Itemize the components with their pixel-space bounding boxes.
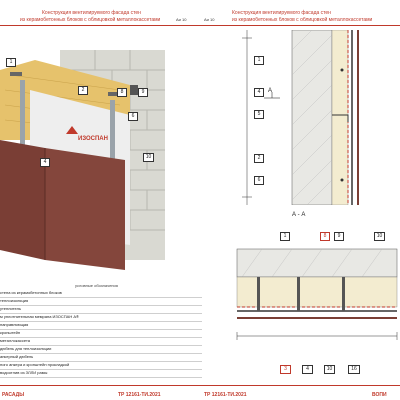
right-callout-5: 5 bbox=[254, 110, 264, 119]
left-callout-8: 8 bbox=[117, 88, 127, 97]
right-callout-1: 1 bbox=[254, 56, 264, 65]
legend-item-label: м уплотнительная мемрана ИЗОСПАН А® bbox=[0, 314, 79, 319]
legend-item-label: водоотлив из ЗЛЛИ рамы bbox=[0, 370, 48, 375]
legend-row: анкерный дюбель bbox=[0, 353, 202, 362]
insulation-plan bbox=[236, 276, 398, 308]
legend-item-label: стена из керамобетонных блоков bbox=[0, 290, 62, 295]
legend-row: металлокассета bbox=[0, 337, 202, 346]
legend-row: теплоизоляция bbox=[0, 297, 202, 306]
right-sheet: Конструкция вентилируемого фасада стен и… bbox=[202, 0, 400, 400]
left-footer-title: РАСАДЫ bbox=[2, 392, 25, 398]
bracket-plan-2 bbox=[297, 277, 300, 311]
insulation-section bbox=[331, 30, 349, 205]
bracket-3 bbox=[130, 85, 138, 95]
legend-item-label: анкерный дюбель bbox=[0, 354, 34, 359]
left-callout-6: 6 bbox=[128, 112, 138, 121]
legend-item-label: металлокассета bbox=[0, 338, 30, 343]
section-callout-1: 1 bbox=[280, 232, 290, 241]
right-callout-6: 6 bbox=[254, 176, 264, 185]
horizontal-section-drawing bbox=[236, 248, 398, 340]
section-title: А - А bbox=[292, 212, 306, 218]
bracket-2 bbox=[108, 92, 120, 96]
anchor-1 bbox=[340, 68, 344, 72]
legend-row: м уплотнительная мемрана ИЗОСПАН А® bbox=[0, 313, 202, 322]
legend-row: водоотлив из ЗЛЛИ рамы bbox=[0, 369, 202, 378]
right-footer-title: ВОПИ bbox=[372, 392, 387, 398]
legend-item-label: утеплитель bbox=[0, 306, 22, 311]
left-callout-4: 4 bbox=[40, 158, 50, 167]
left-footer-rule bbox=[0, 385, 202, 386]
bracket-plan-3 bbox=[342, 277, 345, 311]
section-callout-9: 9 bbox=[334, 232, 344, 241]
bottom-callout-3: 3 bbox=[280, 365, 291, 374]
legend-item-label: кронштейн bbox=[0, 330, 21, 335]
wall-section bbox=[291, 30, 333, 205]
legend-row: направляющая bbox=[0, 321, 202, 330]
left-title-line2: из керамобетонных блоков с облицовкой ме… bbox=[20, 17, 161, 23]
left-callout-10: 10 bbox=[143, 153, 154, 162]
right-title-line2: из керамобетонных блоков с облицовкой ме… bbox=[232, 17, 373, 23]
legend-row: ного анкера и кронштейн прокладкой bbox=[0, 361, 202, 370]
bottom-callout-10: 10 bbox=[324, 365, 335, 374]
section-cut-label: А bbox=[268, 88, 273, 94]
brand-triangle bbox=[66, 126, 78, 134]
bracket-section bbox=[332, 114, 349, 122]
section-callout-8: 8 bbox=[320, 232, 330, 241]
left-callout-9: 9 bbox=[138, 88, 148, 97]
bottom-callout-4: 4 bbox=[302, 365, 313, 374]
left-sheet: Конструкция вентилируемого фасада стен и… bbox=[0, 10, 202, 398]
cassette-panel-right bbox=[45, 148, 125, 270]
left-header-rule bbox=[0, 25, 202, 26]
left-footer-code: ТР 12161-ТИ.2021 bbox=[118, 392, 161, 398]
legend-item-label: направляющая bbox=[0, 322, 29, 327]
bottom-callout-16: 16 bbox=[348, 365, 360, 374]
right-footer-rule bbox=[202, 385, 400, 386]
legend-row: стена из керамобетонных блоков bbox=[0, 289, 202, 298]
bracket-plan-1 bbox=[257, 277, 260, 311]
right-footer-code: ТР 12161-ТИ.2021 bbox=[204, 392, 247, 398]
section-callout-10: 10 bbox=[374, 232, 385, 241]
left-sheet-code: Аи 10 bbox=[176, 17, 187, 22]
legend-row: дюбель для теплоизоляции bbox=[0, 345, 202, 354]
anchor-2 bbox=[340, 178, 344, 182]
right-sheet-code: Аи 10 bbox=[204, 17, 215, 22]
wall-plan bbox=[236, 248, 398, 278]
vertical-section-drawing bbox=[242, 30, 359, 205]
legend-title: условные обозначения bbox=[75, 283, 118, 288]
legend-item-label: теплоизоляция bbox=[0, 298, 29, 303]
left-title-line1: Конструкция вентилируемого фасада стен bbox=[42, 10, 141, 16]
legend-item-label: ного анкера и кронштейн прокладкой bbox=[0, 362, 70, 367]
facade-3d-illustration: ИЗОСПАН bbox=[0, 50, 165, 270]
right-callout-2: 2 bbox=[254, 154, 264, 163]
brand-mark: ИЗОСПАН bbox=[78, 136, 108, 142]
right-callout-4: 4 bbox=[254, 88, 264, 97]
right-title-line1: Конструкция вентилируемого фасада стен bbox=[232, 10, 331, 16]
legend-row: кронштейн bbox=[0, 329, 202, 338]
cassette-panel-left bbox=[0, 140, 45, 260]
wall-hatch bbox=[291, 30, 333, 205]
legend-item-label: дюбель для теплоизоляции bbox=[0, 346, 52, 351]
right-header-rule bbox=[202, 25, 400, 26]
legend-row: утеплитель bbox=[0, 305, 202, 314]
left-callout-2: 2 bbox=[78, 86, 88, 95]
bracket-1 bbox=[10, 72, 22, 76]
left-callout-1: 1 bbox=[6, 58, 16, 67]
